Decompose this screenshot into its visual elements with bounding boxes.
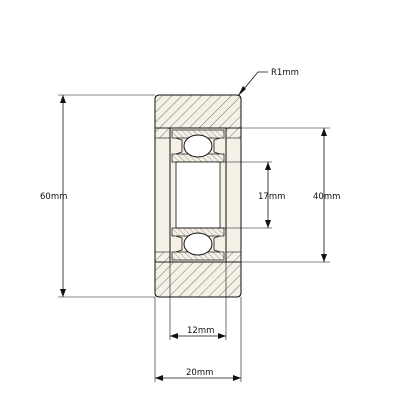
bore <box>175 161 221 229</box>
outer-diameter-label: 60mm <box>40 192 67 202</box>
radius-dimension: R1mm <box>237 68 299 97</box>
bearing-width-label: 12mm <box>187 326 214 336</box>
bearing-od-label: 40mm <box>313 192 340 202</box>
roller-width-dimension: 20mm <box>154 297 242 382</box>
bearing-width-dimension: 12mm <box>169 262 227 340</box>
bore-diameter-dimension: 17mm <box>220 161 285 229</box>
roller-width-label: 20mm <box>186 368 213 378</box>
radius-label: R1mm <box>271 68 299 78</box>
ball-bottom <box>183 232 213 256</box>
bearing-od-dimension: 40mm <box>226 127 340 263</box>
outer-diameter-dimension: 60mm <box>40 94 155 298</box>
bore-diameter-label: 17mm <box>258 192 285 202</box>
bearing-section <box>169 127 227 263</box>
ball-top <box>183 134 213 158</box>
